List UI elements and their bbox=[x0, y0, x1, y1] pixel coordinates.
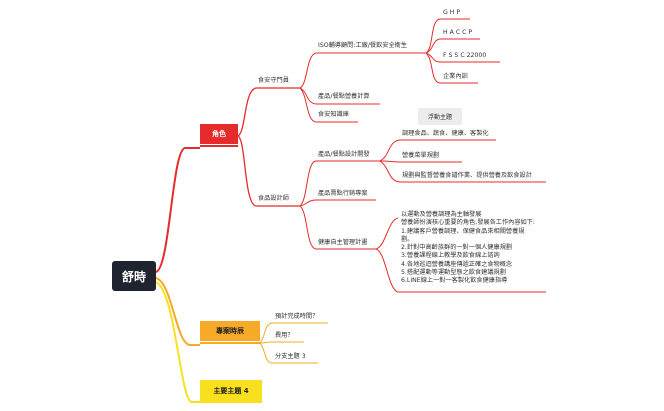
health-line-3: 1.建議客戶營養調理、保健食品來相關營養規 bbox=[401, 227, 525, 235]
floating-topic-label: 浮動主題 bbox=[427, 114, 452, 121]
node-project-cost[interactable]: 費用？ bbox=[275, 332, 294, 339]
node-product-item-3[interactable]: 規劃與監督營養食譜作業、提供營養及飲食設計 bbox=[402, 172, 532, 179]
node-health-mgmt[interactable]: 健康自主管理計畫 bbox=[318, 239, 368, 246]
branch-project[interactable]: 專案時辰 bbox=[200, 321, 260, 341]
node-product-item-1[interactable]: 調理食品、蔬食、健康、客製化 bbox=[402, 130, 489, 137]
health-line-6: 3.營養課程線上教學及飲食線上諮詢 bbox=[401, 252, 500, 260]
branch-project-label: 專案時辰 bbox=[216, 327, 244, 335]
connector-root-project bbox=[155, 277, 200, 346]
node-ghp[interactable]: G H P bbox=[443, 9, 461, 16]
branch-role-label: 角色 bbox=[212, 130, 226, 138]
connector-root-topic4 bbox=[155, 281, 262, 403]
node-product-item-2[interactable]: 營養菜單規劃 bbox=[402, 152, 440, 159]
floating-topic[interactable]: 浮動主題 bbox=[418, 108, 462, 125]
node-selling-points[interactable]: 產品賣點行銷專案 bbox=[318, 190, 368, 197]
health-line-8: 5.搭配運動等運動型態之飲食建議規劃 bbox=[401, 269, 506, 277]
node-food-safety[interactable]: 食安守門員 bbox=[258, 77, 289, 84]
node-project-subtopic3[interactable]: 分支主題 3 bbox=[275, 353, 306, 360]
node-internal-training[interactable]: 企業內訓 bbox=[443, 73, 468, 80]
health-line-5: 2.針對中高齡族群的一對一個人健康規劃 bbox=[401, 244, 513, 252]
branch-role[interactable]: 角色 bbox=[200, 124, 238, 144]
root-topic[interactable]: 舒時 bbox=[112, 261, 156, 291]
health-line-9: 6.LINE線上一對一客製化飲食健康指導 bbox=[401, 277, 508, 285]
health-line-7: 4.各地巡迴營養講座傳遞正確之食物概念 bbox=[401, 260, 513, 268]
node-food-designer[interactable]: 食品設計師 bbox=[258, 195, 289, 202]
node-project-deadline[interactable]: 預計完成時間？ bbox=[275, 313, 319, 320]
health-line-1: 以運動及營養調理為主軸發展 bbox=[401, 211, 482, 218]
health-line-4: 劃。 bbox=[401, 235, 414, 243]
branch-topic4[interactable]: 主要主題 4 bbox=[200, 380, 262, 402]
node-product-design[interactable]: 產品/餐點設計開發 bbox=[318, 151, 370, 158]
health-mgmt-description[interactable]: 以運動及營養調理為主軸發展 營養師扮演核心重要的角色,發展各工作內容如下: 1.… bbox=[401, 211, 535, 286]
connector-role-foodsafety bbox=[237, 87, 300, 137]
root-label: 舒時 bbox=[121, 269, 146, 284]
health-line-2: 營養師扮演核心重要的角色,發展各工作內容如下: bbox=[401, 219, 535, 227]
connector-role-designer bbox=[237, 135, 300, 207]
node-fssc[interactable]: F S S C 22000 bbox=[443, 52, 487, 59]
node-knowledge-base[interactable]: 食安知識庫 bbox=[318, 111, 349, 118]
node-iso[interactable]: ISO輔導顧問:工廠/餐飲安全衛生 bbox=[318, 42, 408, 49]
connector-root-role bbox=[155, 147, 200, 273]
node-nutrition-calc[interactable]: 產品/餐點營養計算 bbox=[318, 93, 370, 100]
branch-topic4-label: 主要主題 4 bbox=[213, 387, 249, 395]
node-haccp[interactable]: H A C C P bbox=[443, 29, 473, 36]
